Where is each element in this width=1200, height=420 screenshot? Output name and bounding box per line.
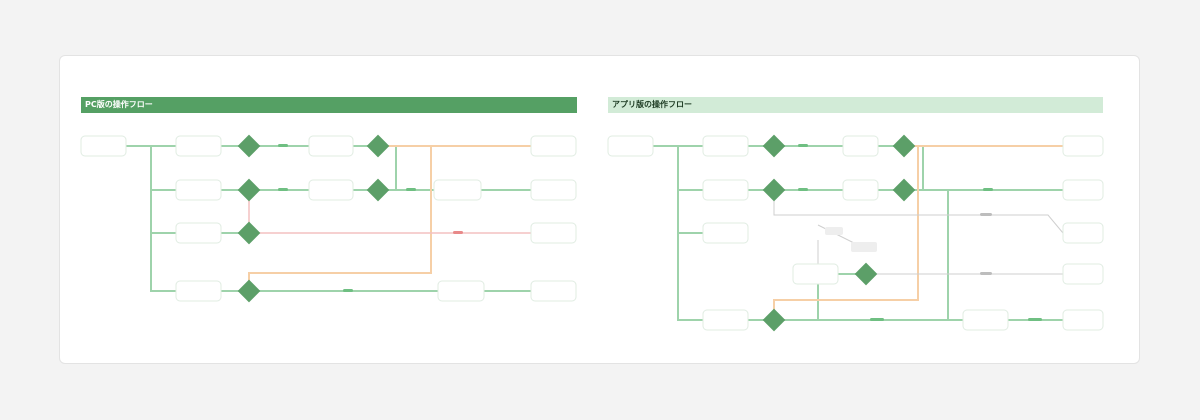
flow-card: PC版の操作フロー bbox=[59, 55, 1140, 364]
pc-flow-panel: PC版の操作フロー bbox=[80, 97, 581, 337]
app-process-node bbox=[702, 222, 749, 244]
app-decision-node bbox=[892, 134, 916, 158]
app-decision-node bbox=[854, 262, 878, 286]
pc-end-node bbox=[530, 135, 577, 157]
app-flow-panel: アプリ版の操作フロー bbox=[607, 97, 1108, 337]
app-decision-node bbox=[892, 178, 916, 202]
pc-decision-node bbox=[237, 279, 261, 303]
app-process-node bbox=[842, 135, 879, 157]
app-process-node bbox=[702, 135, 749, 157]
pc-start-node bbox=[80, 135, 127, 157]
pc-end-node bbox=[530, 280, 577, 302]
app-end-node bbox=[1062, 309, 1104, 331]
app-start-node bbox=[607, 135, 654, 157]
pc-process-node bbox=[308, 135, 354, 157]
pc-flow-diagram bbox=[80, 134, 577, 303]
pc-process-node bbox=[175, 222, 222, 244]
pc-end-node bbox=[530, 179, 577, 201]
pc-decision-node bbox=[366, 178, 390, 202]
pc-decision-node bbox=[237, 178, 261, 202]
app-decision-node bbox=[762, 308, 786, 332]
pc-process-node bbox=[433, 179, 482, 201]
app-process-node bbox=[702, 309, 749, 331]
app-flow-title: アプリ版の操作フロー bbox=[608, 97, 1103, 113]
pc-process-node bbox=[175, 179, 222, 201]
app-process-node bbox=[842, 179, 879, 201]
pc-decision-node bbox=[237, 134, 261, 158]
app-decision-node bbox=[762, 178, 786, 202]
pc-decision-node bbox=[237, 221, 261, 245]
app-end-node bbox=[1062, 179, 1104, 201]
pc-process-node bbox=[175, 135, 222, 157]
app-end-node bbox=[1062, 135, 1104, 157]
pc-end-node bbox=[530, 222, 577, 244]
pc-process-node bbox=[175, 280, 222, 302]
pc-process-node bbox=[308, 179, 354, 201]
app-decision-node bbox=[762, 134, 786, 158]
app-end-node bbox=[1062, 263, 1104, 285]
pc-decision-node bbox=[366, 134, 390, 158]
pc-process-node bbox=[437, 280, 485, 302]
app-end-node bbox=[1062, 222, 1104, 244]
pc-flow-title: PC版の操作フロー bbox=[81, 97, 577, 113]
app-process-node bbox=[702, 179, 749, 201]
app-flow-diagram bbox=[607, 134, 1104, 332]
app-process-node bbox=[792, 263, 839, 285]
app-process-node bbox=[962, 309, 1009, 331]
